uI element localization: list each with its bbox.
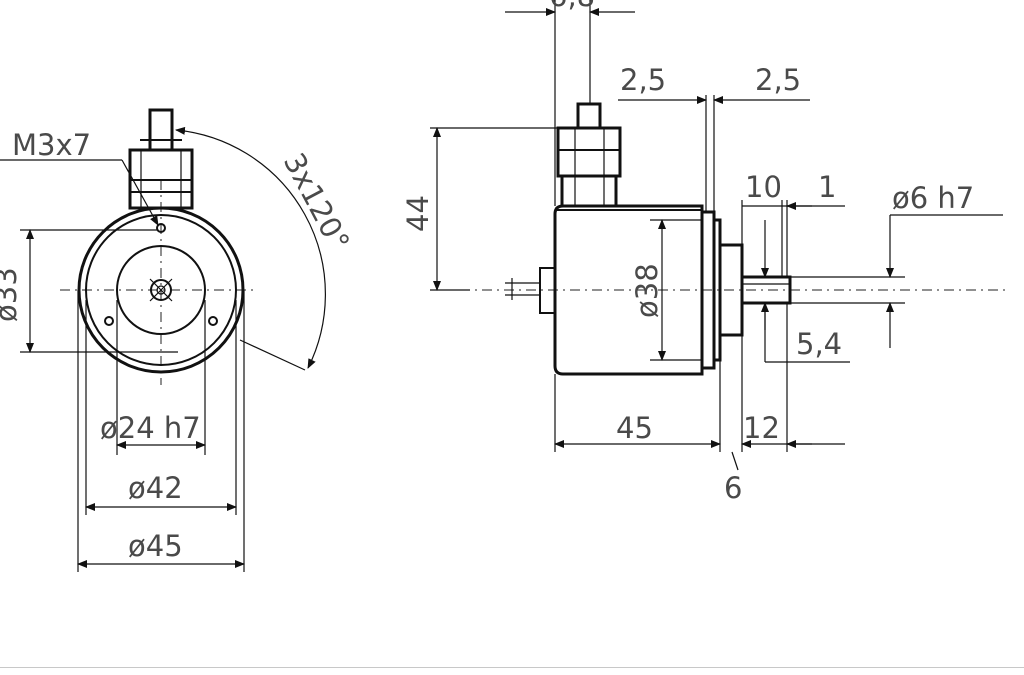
label-one: 1 <box>818 170 836 204</box>
label-d38: ø38 <box>630 263 664 318</box>
label-five-four: 5,4 <box>796 327 842 361</box>
label-forty-five: 45 <box>616 411 653 445</box>
label-top-dim: 6,8 <box>549 0 595 13</box>
label-d6: ø6 h7 <box>892 181 974 215</box>
side-view: 6,8 2,5 2,5 44 ø38 10 1 ø6 h7 <box>401 0 1010 505</box>
label-ten: 10 <box>745 170 782 204</box>
housing-body <box>553 204 704 376</box>
label-d24: ø24 h7 <box>100 411 201 445</box>
label-twelve: 12 <box>743 411 780 445</box>
label-h44: 44 <box>401 195 435 232</box>
cable <box>148 108 174 152</box>
shaft-circle <box>150 279 172 301</box>
label-d45: ø45 <box>128 529 183 563</box>
mounting-hole-right <box>208 316 218 326</box>
mounting-hole-top <box>156 223 166 233</box>
shaft-center <box>156 285 166 295</box>
mounting-hole-left <box>104 316 114 326</box>
label-d42: ø42 <box>128 471 183 505</box>
label-left-25: 2,5 <box>620 63 666 97</box>
label-six: 6 <box>724 471 742 505</box>
front-view: M3x7 3x120° ø33 ø24 h7 ø42 ø45 <box>0 108 356 572</box>
label-right-25: 2,5 <box>755 63 801 97</box>
side-cable <box>576 102 602 130</box>
side-cable-gland <box>556 126 622 178</box>
label-d33: ø33 <box>0 267 23 322</box>
label-m3x7: M3x7 <box>12 128 91 162</box>
bottom-divider <box>0 667 1024 668</box>
